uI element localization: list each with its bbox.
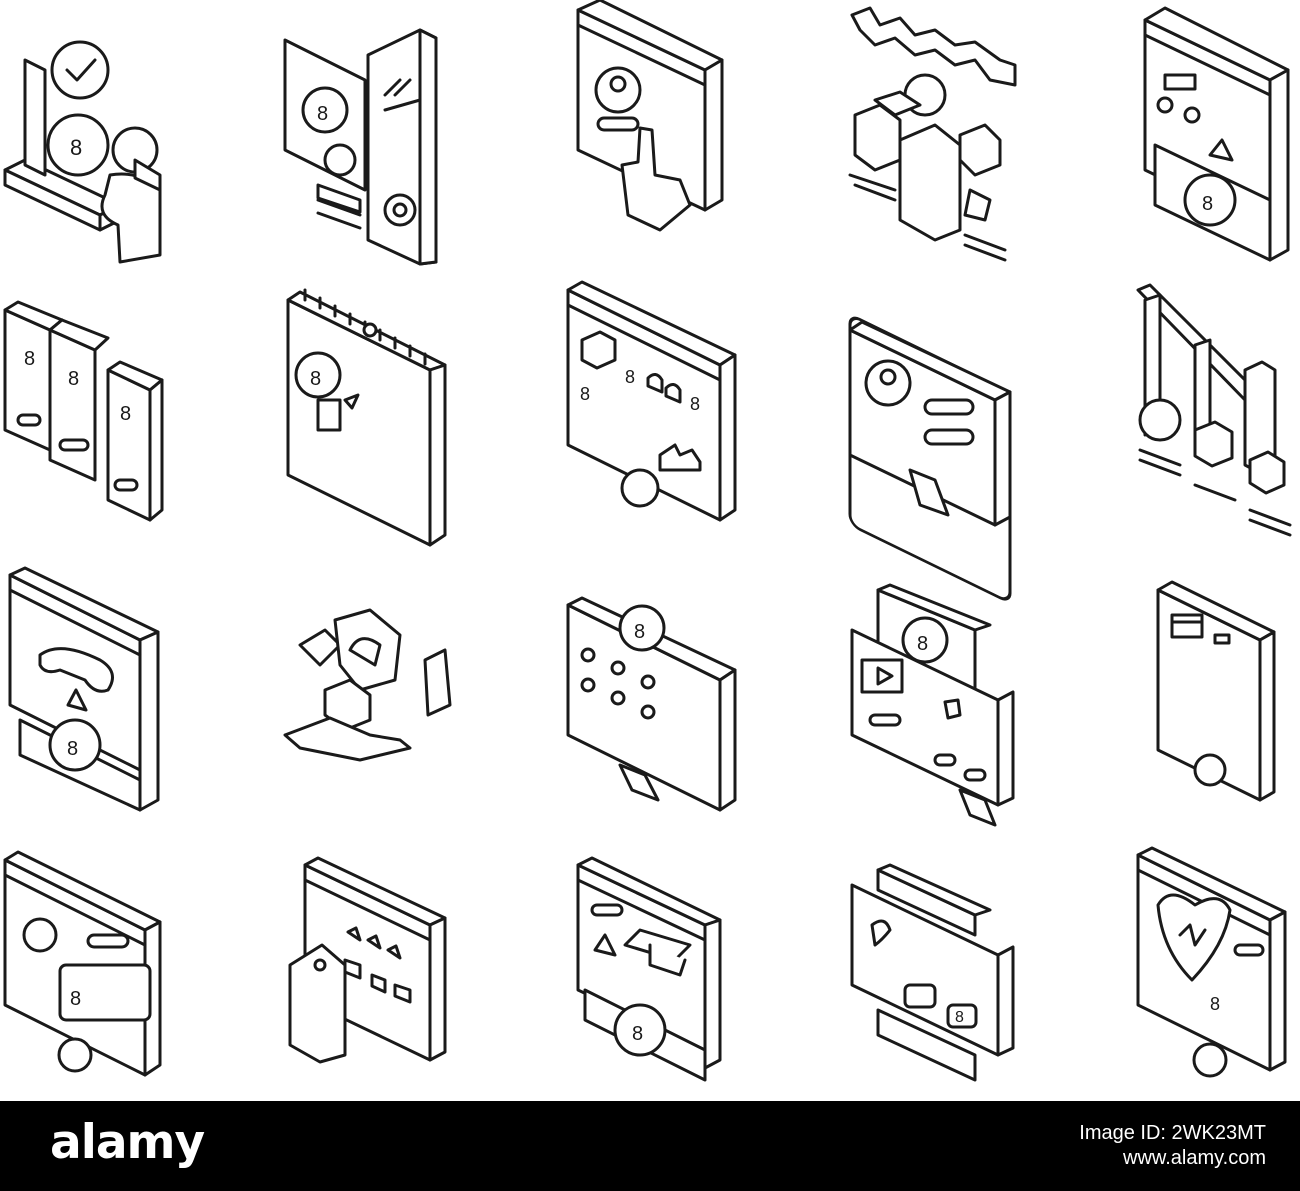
online-store-monitor-icon: 8 8 8 [566,280,737,522]
svg-text:8: 8 [70,135,82,160]
footer-bar: alamy Image ID: 2WK23MT www.alamy.com [0,1101,1300,1191]
hands-product-exchange-icon [283,608,452,762]
tablet-screen-icon [1156,580,1276,802]
health-heart-window-icon: 8 [1136,846,1287,1078]
svg-text:8: 8 [917,633,928,655]
payment-card-icon: 8 [850,863,1015,1082]
svg-text:8: 8 [24,348,35,370]
svg-text:8: 8 [70,988,81,1010]
icon-set-canvas: 8 8 [3,0,1292,1082]
svg-text:8: 8 [68,368,79,390]
three-smartphones-icon: 8 8 8 [3,300,164,522]
monitor-user-profile-icon [848,316,1012,601]
business-person-checkmark-icon: 8 [3,40,162,264]
svg-text:8: 8 [120,403,131,425]
site-url-link[interactable]: www.alamy.com [1123,1147,1266,1169]
education-payment-icon: 8 [576,856,722,1082]
parcel-distribution-icon [848,6,1017,262]
svg-text:8: 8 [632,1023,643,1045]
payment-upload-window-icon: 8 [1143,6,1290,262]
gaming-payment-icon: 8 [8,566,160,812]
video-payment-icon: 8 [850,583,1015,827]
price-tag-catalog-icon [288,856,447,1064]
svg-text:8: 8 [955,1009,964,1026]
svg-text:8: 8 [625,367,635,387]
svg-text:8: 8 [580,384,590,404]
monitor-payment-dots-icon: 8 [566,596,737,812]
alamy-logo[interactable]: alamy [50,1115,205,1170]
svg-text:8: 8 [690,394,700,414]
svg-text:8: 8 [67,738,78,760]
web-click-profile-icon [576,0,724,232]
svg-text:8: 8 [1210,994,1220,1014]
svg-text:8: 8 [317,103,328,125]
calendar-payment-icon: 8 [286,288,447,547]
footer-info: Image ID: 2WK23MT www.alamy.com [1079,1121,1266,1171]
svg-text:8: 8 [1202,193,1213,215]
phone-settings-network-icon: 8 [283,28,438,266]
svg-text:8: 8 [634,621,645,643]
logistics-chart-icon [1136,283,1292,537]
profile-payment-window-icon: 8 [3,850,162,1077]
image-id-text: Image ID: 2WK23MT [1079,1122,1266,1144]
svg-text:8: 8 [310,368,321,390]
